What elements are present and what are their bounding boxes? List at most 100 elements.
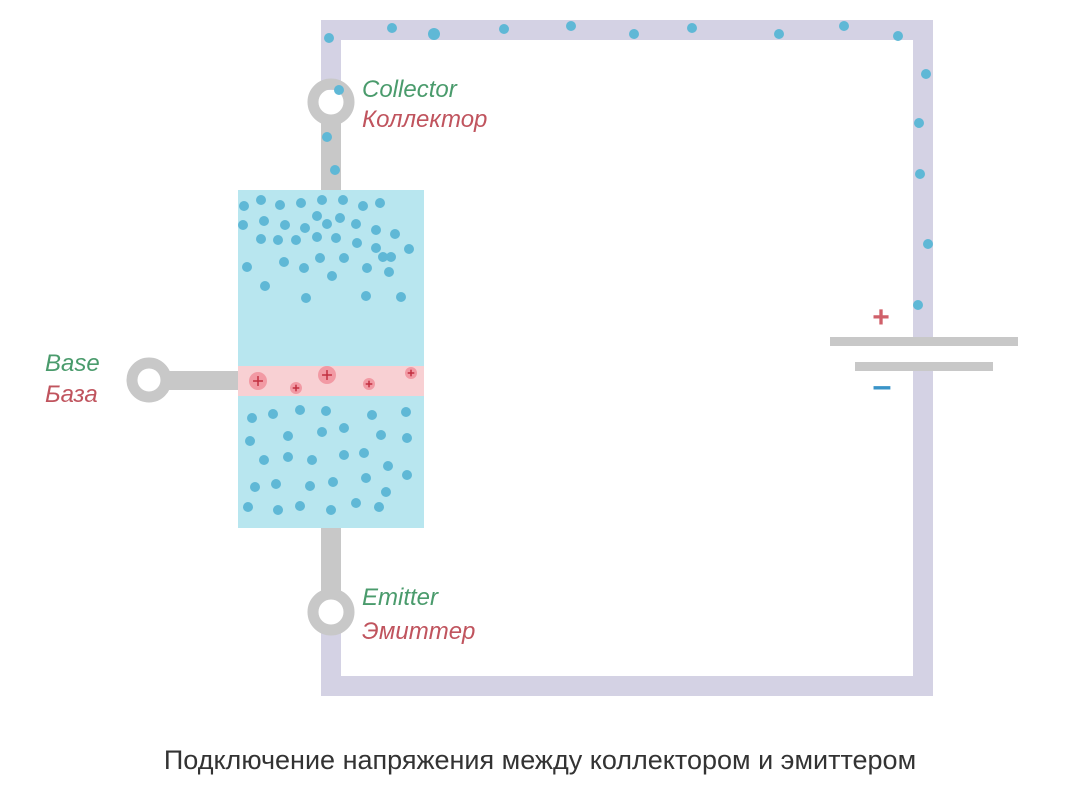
electron bbox=[914, 118, 924, 128]
electron bbox=[499, 24, 509, 34]
electron bbox=[307, 455, 317, 465]
electron bbox=[291, 235, 301, 245]
electron bbox=[260, 281, 270, 291]
collector-label-en: Collector bbox=[362, 76, 458, 103]
electron bbox=[396, 292, 406, 302]
electron bbox=[312, 211, 322, 221]
electron bbox=[279, 257, 289, 267]
electron bbox=[335, 213, 345, 223]
emitter-terminal bbox=[307, 588, 355, 636]
electron bbox=[324, 33, 334, 43]
electron bbox=[247, 413, 257, 423]
electron bbox=[239, 201, 249, 211]
collector-terminal bbox=[307, 78, 355, 126]
electron bbox=[296, 198, 306, 208]
electron bbox=[371, 225, 381, 235]
battery-minus-sign: – bbox=[873, 367, 892, 405]
emitter-label-en: Emitter bbox=[362, 584, 439, 611]
electron bbox=[273, 505, 283, 515]
hole bbox=[405, 367, 417, 379]
electron bbox=[401, 407, 411, 417]
electron bbox=[259, 455, 269, 465]
electron bbox=[339, 423, 349, 433]
base-terminal bbox=[126, 357, 172, 403]
electron bbox=[300, 223, 310, 233]
electron bbox=[381, 487, 391, 497]
electron bbox=[383, 461, 393, 471]
electron bbox=[330, 165, 340, 175]
wire-segment bbox=[913, 20, 933, 344]
electron bbox=[321, 406, 331, 416]
electron bbox=[268, 409, 278, 419]
electron bbox=[299, 263, 309, 273]
wire-segment bbox=[913, 370, 933, 696]
electron bbox=[374, 502, 384, 512]
wire-segment bbox=[321, 676, 933, 696]
battery-negative-plate bbox=[855, 362, 993, 371]
hole bbox=[363, 378, 375, 390]
electron bbox=[338, 195, 348, 205]
electron bbox=[334, 85, 344, 95]
electron bbox=[295, 501, 305, 511]
electrons bbox=[238, 21, 933, 515]
electron bbox=[322, 219, 332, 229]
electron bbox=[923, 239, 933, 249]
electron bbox=[376, 430, 386, 440]
electron bbox=[242, 262, 252, 272]
electron bbox=[259, 216, 269, 226]
electron bbox=[326, 505, 336, 515]
electron bbox=[629, 29, 639, 39]
electron bbox=[283, 431, 293, 441]
electron bbox=[312, 232, 322, 242]
wire-segment bbox=[321, 628, 341, 696]
electron bbox=[317, 195, 327, 205]
electron bbox=[913, 300, 923, 310]
electron bbox=[280, 220, 290, 230]
electron bbox=[386, 252, 396, 262]
electron bbox=[893, 31, 903, 41]
electron bbox=[387, 23, 397, 33]
base-label-en: Base bbox=[45, 350, 100, 377]
electron bbox=[371, 243, 381, 253]
electron bbox=[283, 452, 293, 462]
electron bbox=[358, 201, 368, 211]
electron bbox=[375, 198, 385, 208]
electron bbox=[275, 200, 285, 210]
electron bbox=[256, 234, 266, 244]
electron bbox=[315, 253, 325, 263]
electron bbox=[367, 410, 377, 420]
electron bbox=[687, 23, 697, 33]
electron bbox=[256, 195, 266, 205]
electron bbox=[317, 427, 327, 437]
electron bbox=[273, 235, 283, 245]
electron bbox=[301, 293, 311, 303]
electron bbox=[378, 252, 388, 262]
electron bbox=[351, 498, 361, 508]
hole bbox=[290, 382, 302, 394]
electron bbox=[361, 473, 371, 483]
electron bbox=[774, 29, 784, 39]
electron bbox=[921, 69, 931, 79]
electron bbox=[566, 21, 576, 31]
electron bbox=[250, 482, 260, 492]
electron bbox=[404, 244, 414, 254]
electron bbox=[295, 405, 305, 415]
electron bbox=[361, 291, 371, 301]
electron bbox=[339, 253, 349, 263]
base-lead bbox=[165, 371, 240, 390]
emitter-lead bbox=[321, 526, 341, 598]
electron bbox=[328, 477, 338, 487]
electron bbox=[839, 21, 849, 31]
electron bbox=[352, 238, 362, 248]
electron bbox=[402, 433, 412, 443]
electron bbox=[243, 502, 253, 512]
electron bbox=[359, 448, 369, 458]
base-label-ru: База bbox=[45, 381, 98, 408]
electron bbox=[322, 132, 332, 142]
circuit-wire bbox=[321, 20, 933, 696]
hole bbox=[318, 366, 336, 384]
electron bbox=[327, 271, 337, 281]
electron bbox=[402, 470, 412, 480]
electron bbox=[271, 479, 281, 489]
